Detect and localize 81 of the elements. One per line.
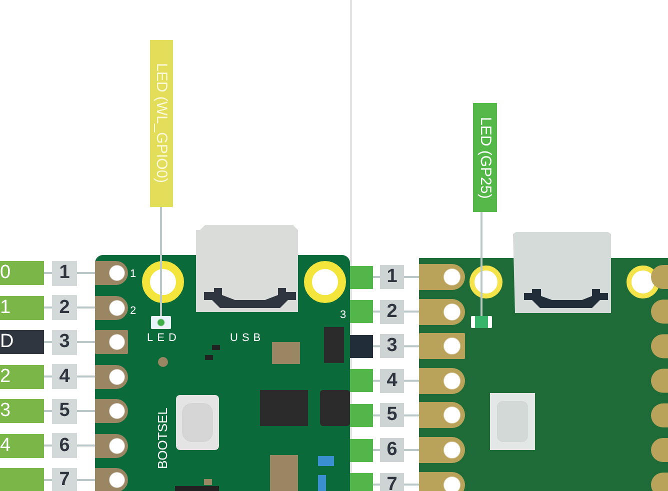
solder-pad <box>419 472 465 491</box>
board-silkscreen-text: LED <box>147 332 180 344</box>
pin-name-bar <box>350 334 373 358</box>
solder-pad <box>419 368 465 394</box>
solder-pad <box>419 298 465 325</box>
leader-line <box>404 345 419 348</box>
pin-name-bar: 4 <box>0 434 44 458</box>
leader-line <box>77 306 95 308</box>
solder-pad <box>95 399 128 423</box>
solder-pad <box>419 333 465 360</box>
leader-line <box>373 345 380 348</box>
pin-number-text: 1 <box>130 268 136 280</box>
leader-line <box>480 212 482 316</box>
pin-number-label: 3 <box>52 330 77 354</box>
pin-number-text: 3 <box>340 309 346 321</box>
pin-number-label: 5 <box>380 403 404 428</box>
pin-name-bar <box>350 300 373 324</box>
pin-number-label: 7 <box>52 468 77 491</box>
solder-pad <box>419 437 465 463</box>
pin-number-label: 6 <box>380 438 404 462</box>
leader-line <box>373 484 380 486</box>
leader-line <box>44 376 52 378</box>
pin-number-label: 4 <box>52 364 77 389</box>
leader-line <box>373 380 380 382</box>
pin-name-bar <box>350 404 373 427</box>
led-component <box>471 316 492 328</box>
leader-line <box>44 341 52 343</box>
leader-line <box>77 272 95 274</box>
pin-name-bar <box>350 438 373 462</box>
leader-line <box>404 449 419 451</box>
leader-line <box>44 444 52 446</box>
pin-name-bar: 1 <box>0 296 44 320</box>
pin-number-label: 4 <box>380 368 404 393</box>
leader-line <box>77 479 95 481</box>
solder-pad <box>95 364 128 388</box>
pin-name-bar <box>350 369 373 392</box>
solder-pad <box>419 264 465 290</box>
solder-pad <box>95 330 128 354</box>
solder-pad <box>95 468 128 491</box>
pin-number-label: 1 <box>380 265 404 289</box>
pin-name-bar: D <box>0 330 44 354</box>
pin-name-bar <box>350 473 373 491</box>
leader-line <box>77 376 95 378</box>
leader-line <box>404 276 419 278</box>
leader-line <box>404 380 419 382</box>
leader-line <box>77 341 95 343</box>
leader-line <box>44 272 52 274</box>
leader-line <box>404 414 419 416</box>
leader-line <box>404 484 419 486</box>
leader-line <box>373 276 380 278</box>
leader-line <box>44 479 52 481</box>
leader-line <box>44 306 52 308</box>
leader-line <box>373 449 380 451</box>
leader-line <box>44 410 52 412</box>
pin-label-tag: LED (GP25) <box>473 103 497 212</box>
leader-line <box>373 310 380 313</box>
pin-name-bar: 2 <box>0 364 44 388</box>
pin-label-tag: LED (WL_GPIO0) <box>150 40 173 207</box>
pin-number-label: 6 <box>52 433 77 458</box>
solder-pad <box>419 402 465 428</box>
leader-line <box>404 310 419 313</box>
pin-number-text: 2 <box>130 305 136 317</box>
board-silkscreen-text: BOOTSEL <box>155 408 170 469</box>
led-component <box>151 316 171 329</box>
pin-number-label: 5 <box>52 398 77 424</box>
board-silkscreen-text: USB <box>230 332 265 344</box>
pin-name-bar: 0 <box>0 261 44 285</box>
pin-number-label: 2 <box>380 300 404 324</box>
leader-line <box>373 414 380 416</box>
leader-line <box>77 444 95 446</box>
pin-number-label: 3 <box>380 334 404 358</box>
pin-name-bar <box>0 468 44 491</box>
pin-name-bar: 3 <box>0 399 44 423</box>
pin-name-bar <box>350 266 373 288</box>
solder-pad <box>95 261 128 285</box>
solder-pad <box>95 296 128 320</box>
pin-number-label: 7 <box>380 472 404 491</box>
pin-number-label: 1 <box>52 260 77 286</box>
leader-line <box>77 410 95 412</box>
solder-pad <box>95 434 128 458</box>
pin-number-label: 2 <box>52 295 77 320</box>
